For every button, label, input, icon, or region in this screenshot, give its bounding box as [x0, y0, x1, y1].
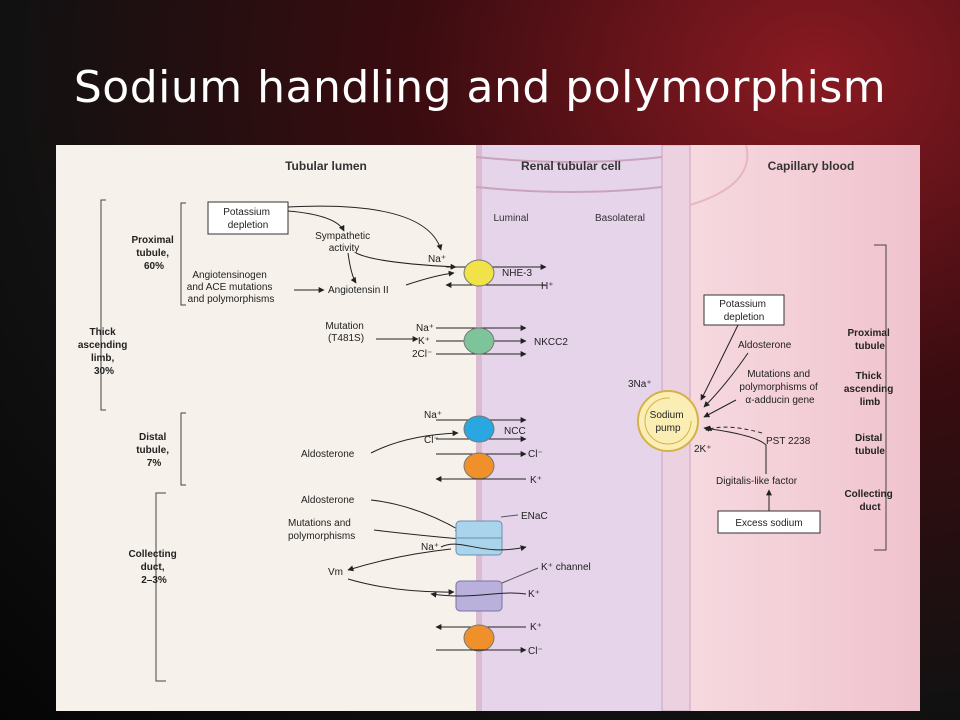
arrow-kdep-to-sympathetic — [287, 210, 345, 232]
ion-cl-dt-in: Cl⁻ — [424, 435, 439, 446]
bracket-collecting-left: Collecting duct, 2–3% — [128, 549, 179, 586]
header-lumen: Tubular lumen — [285, 159, 367, 173]
ion-cl-cd: Cl⁻ — [528, 646, 543, 657]
left-brackets — [100, 199, 186, 682]
sympathetic-activity-label: Sympathetic activity — [315, 231, 373, 254]
arrow-adducin-to-pump — [703, 399, 737, 418]
slide-title: Sodium handling and polymorphism — [73, 62, 887, 113]
header-basolateral: Basolateral — [595, 213, 645, 224]
ion-k-tal: K⁺ — [418, 336, 430, 347]
bracket-collecting-right: Collecting duct — [844, 489, 895, 513]
bracket-thick-right: Thick ascending limb — [844, 371, 896, 408]
angiotensin-ii-label: Angiotensin II — [328, 285, 389, 296]
arrow-aldo-to-pump — [703, 352, 749, 408]
ion-k-dt: K⁺ — [530, 475, 542, 486]
mutations-polymorphisms-label: Mutations and polymorphisms — [288, 518, 355, 542]
nhe3-transporter — [463, 259, 495, 287]
arrow-kdep-to-pump — [700, 324, 739, 401]
arrow-aldo-to-ncc — [370, 430, 459, 454]
bracket-distal-left: Distal tubule, 7% — [136, 432, 172, 469]
bracket-thick-left: Thick ascending limb, 30% — [78, 327, 130, 377]
nkcc2-transporter — [463, 327, 495, 355]
potassium-depletion-box-right — [703, 294, 785, 326]
potassium-depletion-box-left — [207, 201, 289, 235]
ion-na-tal: Na⁺ — [416, 323, 434, 334]
arrow-na-enac — [440, 543, 527, 552]
ion-2cl: 2Cl⁻ — [412, 349, 432, 360]
bracket-distal-right: Distal tubule — [855, 433, 885, 457]
k-channel-label: K⁺ channel — [541, 562, 591, 573]
ion-na-dt: Na⁺ — [424, 410, 442, 421]
sodium-pump-label: Sodium pump — [650, 410, 687, 434]
bracket-proximal-right: Proximal tubule — [847, 328, 892, 352]
aldosterone-distal-label: Aldosterone — [301, 449, 355, 460]
ion-na-pt: Na⁺ — [428, 254, 446, 265]
orange-channel-cd — [463, 624, 495, 652]
ion-h: H⁺ — [541, 281, 554, 292]
angiotensinogen-label: Angiotensinogen and ACE mutations and po… — [187, 270, 275, 305]
blood-background — [688, 145, 920, 711]
ion-cl-dt-out: Cl⁻ — [528, 449, 543, 460]
arrow-angiotensin-to-nhe3 — [405, 270, 455, 286]
aldosterone-right-label: Aldosterone — [738, 340, 792, 351]
aldosterone-cd-label: Aldosterone — [301, 495, 355, 506]
potassium-depletion-left-label: Potassium depletion — [223, 207, 272, 231]
sodium-handling-diagram: Tubular lumen Renal tubular cell Capilla… — [56, 145, 920, 711]
ion-na-cd: Na⁺ — [421, 542, 439, 553]
ion-k-cd2: K⁺ — [530, 622, 542, 633]
bracket-proximal-left: Proximal tubule, 60% — [131, 235, 176, 272]
three-na-label: 3Na⁺ — [628, 379, 652, 390]
pst-label: PST 2238 — [766, 436, 811, 447]
header-luminal: Luminal — [493, 213, 528, 224]
right-bracket — [874, 244, 887, 551]
arrow-vm-to-kchannel — [347, 578, 455, 596]
header-cell: Renal tubular cell — [521, 159, 621, 173]
arrow-digitalis-to-pump — [703, 425, 767, 474]
potassium-depletion-right-label: Potassium depletion — [719, 299, 768, 323]
header-blood: Capillary blood — [768, 159, 855, 173]
diagram-panel: Tubular lumen Renal tubular cell Capilla… — [56, 145, 920, 711]
arrow-enac-to-vm — [347, 548, 452, 572]
orange-channel-dt — [463, 452, 495, 480]
ion-k-cd1: K⁺ — [528, 589, 540, 600]
nkcc2-label: NKCC2 — [534, 337, 568, 348]
arrow-sympathetic-to-angiotensin — [347, 252, 357, 284]
mutation-label: Mutation (T481S) — [325, 321, 366, 344]
ncc-label: NCC — [504, 426, 526, 437]
arrow-mutations-to-enac — [373, 529, 462, 542]
two-k-label: 2K⁺ — [694, 444, 712, 455]
arrow-sympathetic-to-nhe3 — [355, 252, 457, 270]
digitalis-label: Digitalis-like factor — [716, 476, 798, 487]
enac-label: ENaC — [521, 511, 548, 522]
excess-sodium-label: Excess sodium — [735, 518, 802, 529]
arrow-kdep-to-na — [287, 205, 443, 251]
nhe3-label: NHE-3 — [502, 268, 532, 279]
arrow-aldo-to-enac — [370, 499, 462, 532]
sodium-pump — [637, 390, 699, 452]
vm-label: Vm — [328, 567, 343, 578]
adducin-label: Mutations and polymorphisms of α-adducin… — [739, 369, 820, 406]
arrow-k-cd1 — [430, 591, 527, 598]
ncc-transporter — [463, 415, 495, 443]
